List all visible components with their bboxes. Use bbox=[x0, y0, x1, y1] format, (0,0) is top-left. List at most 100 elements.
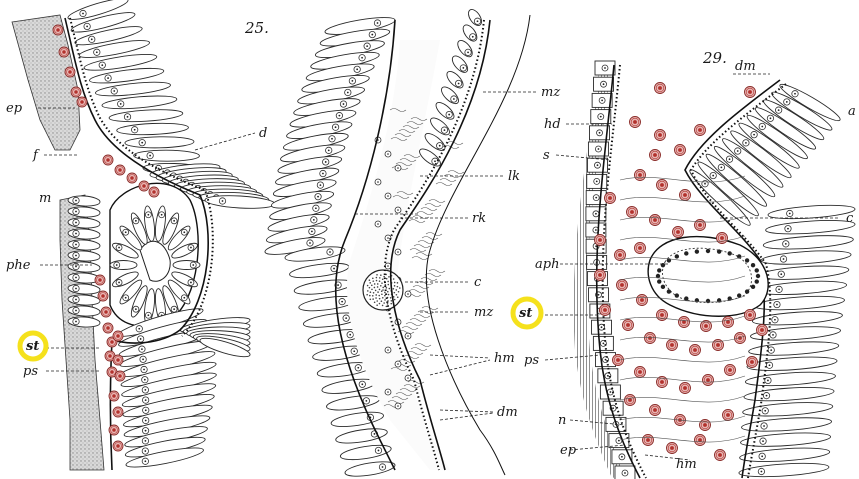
nucleolus bbox=[142, 358, 144, 360]
connective-fiber bbox=[440, 179, 456, 182]
fiber-dot bbox=[388, 288, 390, 290]
ring-nucleus bbox=[657, 268, 661, 272]
nucleolus bbox=[371, 34, 373, 36]
stained-nucleolus bbox=[638, 370, 642, 374]
connective-fiber bbox=[409, 220, 425, 223]
stained-nucleolus bbox=[618, 253, 622, 257]
nucleolus bbox=[357, 367, 359, 369]
nucleolus bbox=[712, 175, 714, 177]
stained-nucleolus bbox=[98, 278, 102, 282]
stained-nucleolus bbox=[670, 343, 674, 347]
mesenchyme-nucleolus bbox=[387, 265, 389, 267]
ring-nucleus bbox=[675, 293, 679, 297]
leader-d bbox=[195, 133, 255, 150]
fiber-dot bbox=[387, 284, 389, 286]
nucleolus bbox=[366, 45, 368, 47]
label-hm-r: hm bbox=[676, 457, 697, 472]
nucleolus bbox=[145, 430, 147, 432]
fiber-dot bbox=[381, 282, 383, 284]
epithelial-cell bbox=[466, 7, 484, 28]
nucleolus bbox=[322, 173, 324, 175]
nucleolus bbox=[753, 134, 755, 136]
nucleolus bbox=[761, 455, 763, 457]
mesenchyme-nucleolus bbox=[397, 251, 399, 253]
fiber-dot bbox=[384, 295, 386, 297]
label-lk: lk bbox=[508, 169, 520, 184]
stained-nucleolus bbox=[116, 410, 120, 414]
nucleolus bbox=[610, 391, 612, 393]
nucleolus bbox=[769, 364, 771, 366]
connective-fiber bbox=[425, 274, 441, 277]
connective-fiber bbox=[421, 278, 437, 281]
nucleolus bbox=[374, 433, 376, 435]
ring-nucleus bbox=[727, 251, 731, 255]
nucleolus bbox=[349, 334, 351, 336]
stained-nucleolus bbox=[698, 223, 702, 227]
mesenchyme-nucleolus bbox=[387, 349, 389, 351]
fiber-dot bbox=[394, 299, 396, 301]
nucleolus bbox=[161, 214, 163, 216]
nucleolus bbox=[325, 161, 327, 163]
nucleolus bbox=[774, 319, 776, 321]
connective-fiber bbox=[429, 270, 445, 273]
stained-nucleolus bbox=[108, 354, 112, 358]
fiber-dot bbox=[369, 287, 371, 289]
stained-nucleolus bbox=[648, 336, 652, 340]
connective-fiber bbox=[436, 183, 452, 186]
fiber-dot bbox=[376, 304, 378, 306]
ring-nucleus bbox=[706, 299, 710, 303]
fiber-dot bbox=[382, 278, 384, 280]
mesenchyme-nucleolus bbox=[387, 153, 389, 155]
nucleolus bbox=[778, 109, 780, 111]
fiber-dot bbox=[382, 305, 384, 307]
connective-fiber bbox=[414, 245, 430, 248]
fiber-dot bbox=[376, 277, 378, 279]
connective-fiber bbox=[421, 208, 437, 211]
stained-nucleolus bbox=[703, 423, 707, 427]
epithelial-cell bbox=[102, 94, 178, 111]
mesenchyme-nucleolus bbox=[377, 181, 379, 183]
stained-nucleolus bbox=[630, 210, 634, 214]
figure-middle: mz lk rk c mz hm dm bbox=[264, 7, 561, 479]
ring-nucleus bbox=[755, 279, 759, 283]
nucleolus bbox=[602, 343, 604, 345]
epithelial-cell bbox=[117, 122, 189, 136]
fiber-dot bbox=[374, 283, 376, 285]
nucleolus bbox=[328, 149, 330, 151]
fiber-dot bbox=[378, 295, 380, 297]
stained-nucleolus bbox=[750, 360, 754, 364]
stained-nucleolus bbox=[653, 153, 657, 157]
connective-fiber bbox=[410, 319, 426, 322]
connective-fiber bbox=[417, 212, 433, 215]
nucleolus bbox=[624, 472, 626, 474]
nucleolus bbox=[149, 155, 151, 157]
nucleolus bbox=[313, 219, 315, 221]
fiber-dot bbox=[377, 283, 379, 285]
stained-nucleolus bbox=[62, 50, 66, 54]
epithelium-upper bbox=[66, 0, 275, 210]
label-st-highlighted: st bbox=[26, 339, 39, 354]
ring-nucleus bbox=[745, 258, 749, 262]
stained-nucleolus bbox=[106, 158, 110, 162]
nucleolus bbox=[453, 98, 455, 100]
label-s: s bbox=[543, 148, 550, 163]
fiber-dot bbox=[388, 276, 390, 278]
stained-nucleolus bbox=[116, 358, 120, 362]
mesenchyme-nucleolus bbox=[387, 195, 389, 197]
nucleolus bbox=[766, 395, 768, 397]
nucleolus bbox=[311, 231, 313, 233]
connective-fiber bbox=[407, 352, 423, 355]
fiber-dot bbox=[369, 295, 371, 297]
stained-nucleolus bbox=[80, 100, 84, 104]
stained-nucleolus bbox=[698, 438, 702, 442]
nucleolus bbox=[192, 264, 194, 266]
connective-fiber bbox=[425, 204, 441, 207]
fiber-dot bbox=[391, 300, 393, 302]
stained-nucleolus bbox=[116, 334, 120, 338]
nucleolus bbox=[434, 160, 436, 162]
nucleolus bbox=[75, 211, 77, 213]
nucleolus bbox=[597, 164, 599, 166]
stained-nucleolus bbox=[152, 190, 156, 194]
fiber-dot bbox=[396, 294, 398, 296]
nucleolus bbox=[761, 126, 763, 128]
